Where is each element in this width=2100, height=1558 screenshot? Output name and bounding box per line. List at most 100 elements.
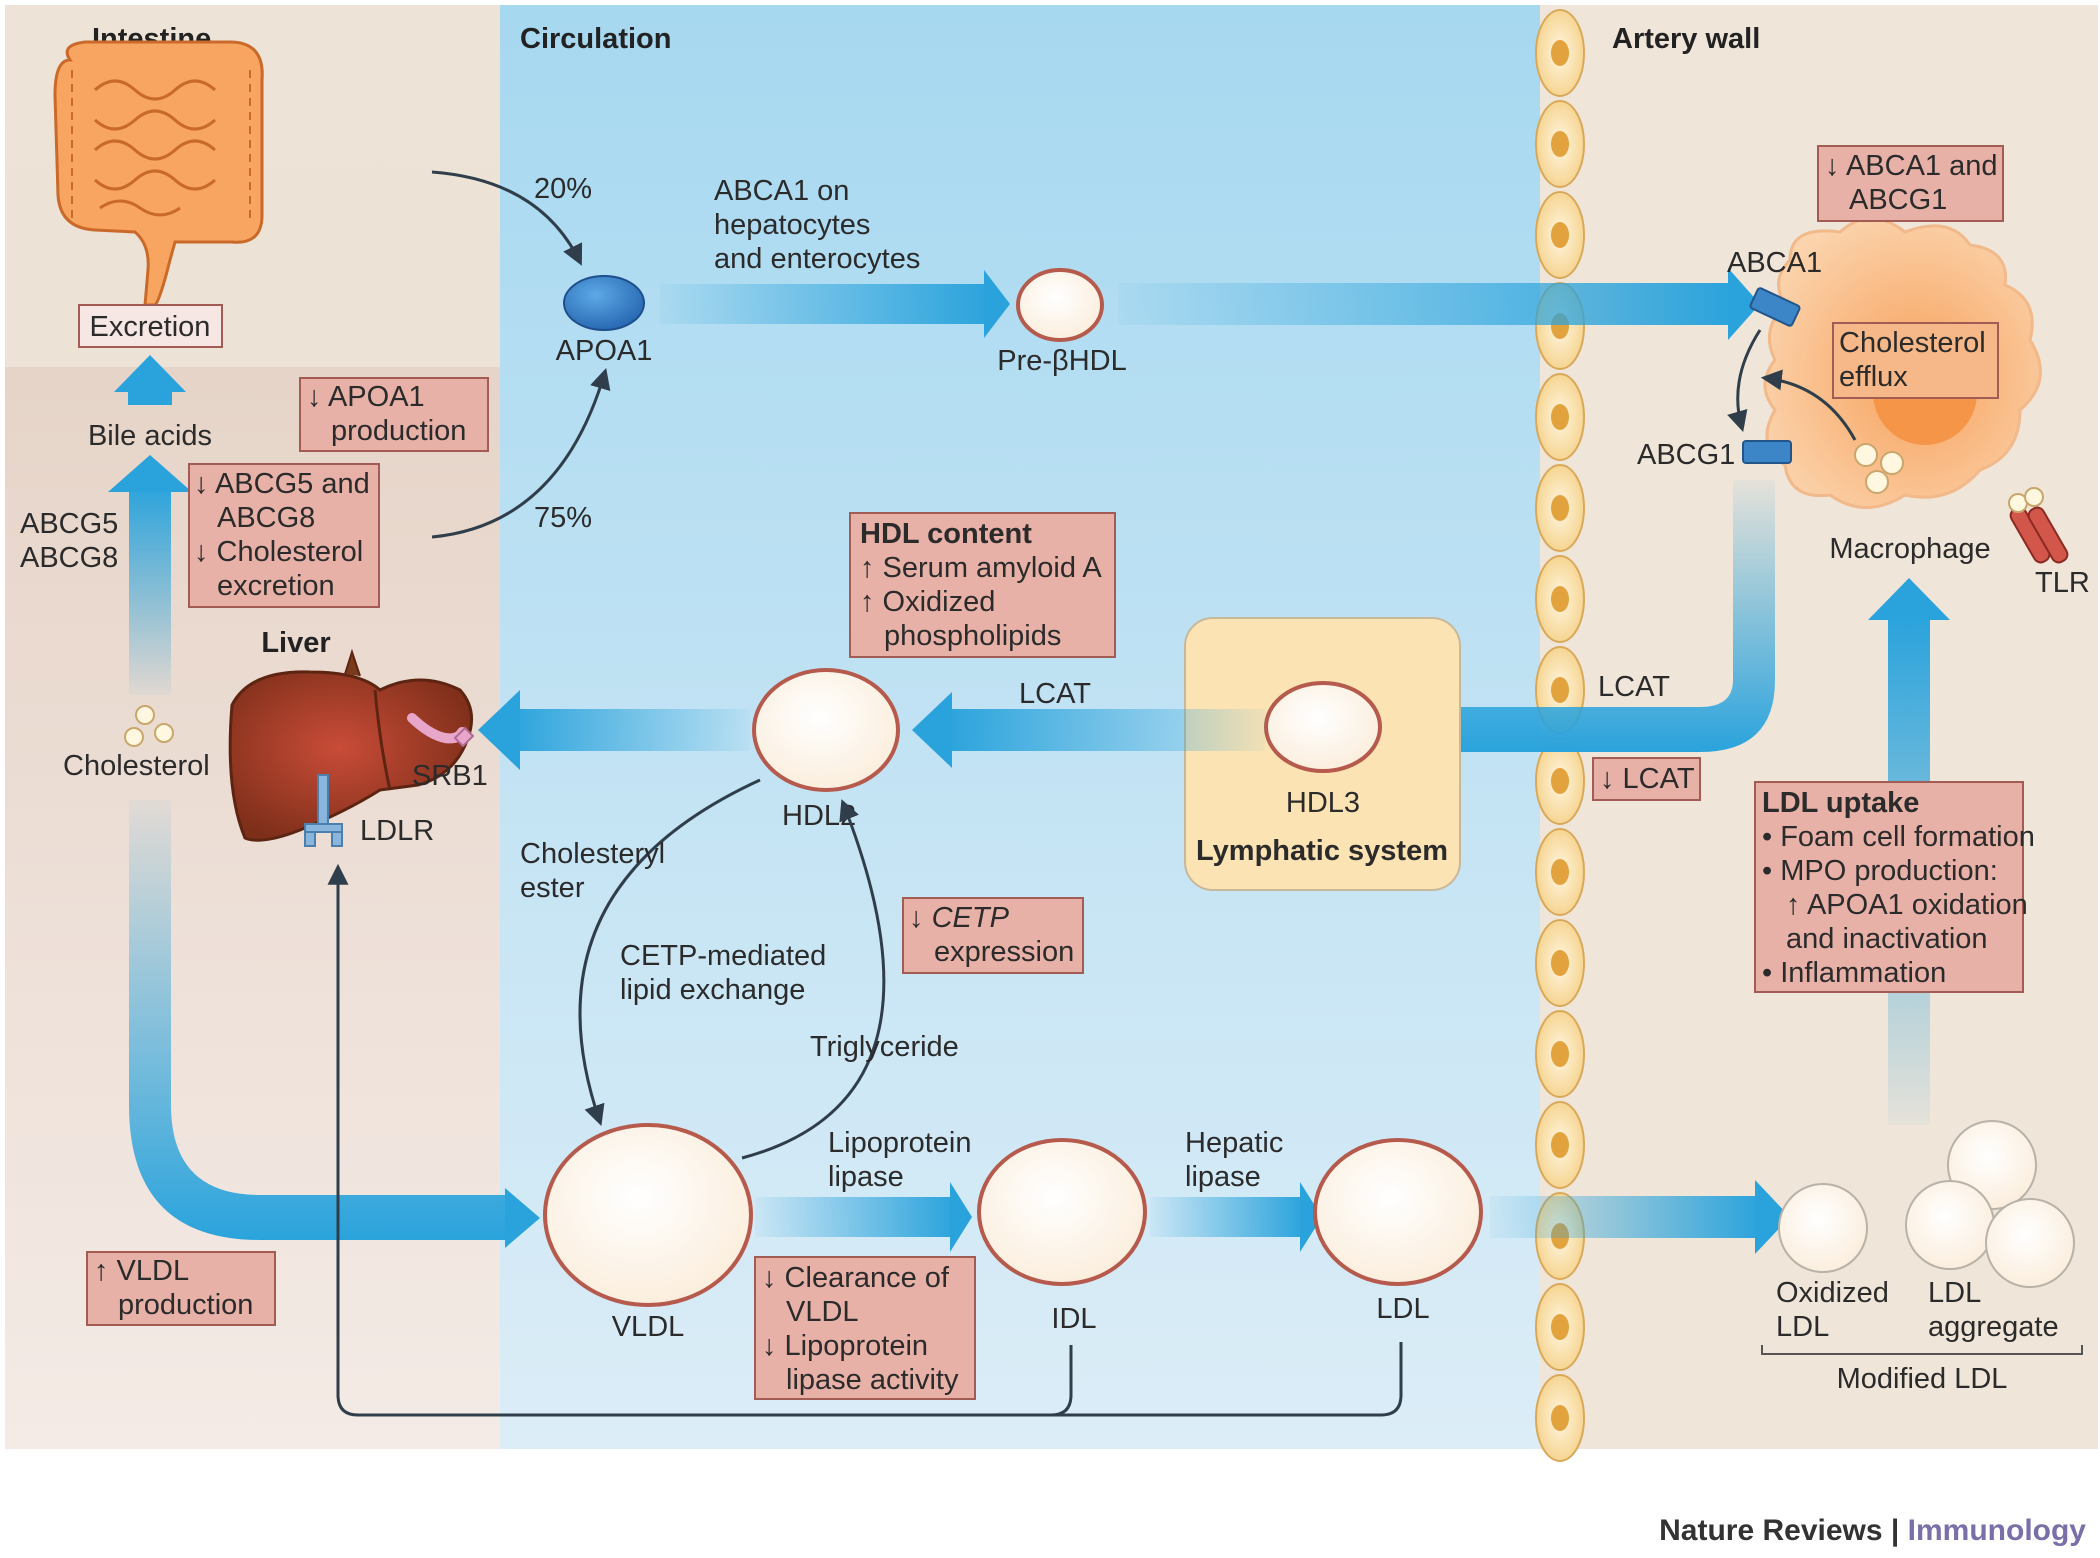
cholesteryl-ester-arrow xyxy=(578,778,761,1126)
abca1-to-abcg1-arrow xyxy=(1727,329,1762,433)
abca1-transporter-icon xyxy=(1749,287,1801,327)
hdl-content-line-2: ↑ Oxidized xyxy=(860,586,995,618)
apoa1-particle xyxy=(563,275,645,331)
hdl-content-title: HDL content xyxy=(860,518,1032,550)
abcg1-to-hdl3-arrow-shaft xyxy=(1440,480,1775,752)
pct-75-label: 75% xyxy=(534,502,592,534)
modified-ldl-label: Modified LDL xyxy=(1837,1363,2008,1395)
ldl-particle xyxy=(1313,1138,1483,1286)
abcg8-label: ABCG8 xyxy=(20,542,118,574)
apoa1-to-prebhdl-arrowhead xyxy=(984,270,1010,338)
tlr-receptor-icon xyxy=(2008,487,2069,564)
vldl-production-arrowhead xyxy=(505,1188,540,1248)
apoa1-production-line-1: ↓ APOA1 xyxy=(307,381,425,413)
cholesterol-to-vldl-arrow xyxy=(129,800,510,1240)
ldl-aggregate-line-1: LDL xyxy=(1928,1277,1981,1309)
ldl-uptake-line-2: • MPO production: xyxy=(1762,855,1998,887)
endothelial-cell-nucleus xyxy=(1551,950,1569,976)
abcg5-label: ABCG5 xyxy=(20,508,118,540)
ldl-aggregate-line-2: aggregate xyxy=(1928,1311,2059,1343)
ldl-to-modified-ldl-arrow-shaft xyxy=(1490,1196,1760,1238)
abcg5-box-line-2: ABCG8 xyxy=(217,502,315,534)
endothelial-cell-nucleus xyxy=(1551,1405,1569,1431)
idl-particle xyxy=(977,1138,1147,1286)
chol-efflux-line-1: Cholesterol xyxy=(1839,327,1986,359)
cetp-expression-line-1: ↓ CETP xyxy=(909,902,1010,934)
ldl-uptake-title: LDL uptake xyxy=(1762,787,1919,819)
ldl-label: LDL xyxy=(1376,1293,1429,1325)
hdl3-particle xyxy=(1264,681,1382,773)
hepatic-lipase-line-2: lipase xyxy=(1185,1161,1261,1193)
abca1-abcg1-line-1: ↓ ABCA1 and xyxy=(1825,150,1998,182)
endothelial-cell-nucleus xyxy=(1551,677,1569,703)
lpl-line-1: Lipoprotein xyxy=(828,1127,972,1159)
abca1-label: ABCA1 xyxy=(1727,247,1822,279)
clearance-line-4: lipase activity xyxy=(786,1364,959,1396)
hdl-content-line-3: phospholipids xyxy=(884,620,1061,652)
chol-efflux-line-2: efflux xyxy=(1839,361,1908,393)
cholesterol-particles xyxy=(124,705,174,747)
ldl-uptake-line-3: ↑ APOA1 oxidation xyxy=(1786,889,2028,921)
endothelial-cell-column xyxy=(1535,9,1585,1462)
endothelial-cell-nucleus xyxy=(1551,40,1569,66)
abcg5-box-line-3: ↓ Cholesterol xyxy=(194,536,363,568)
cholesterol-efflux-arrow xyxy=(1760,369,1857,441)
clearance-line-3: ↓ Lipoprotein xyxy=(762,1330,928,1362)
tlr-label: TLR xyxy=(2035,567,2090,599)
excretion-label: Excretion xyxy=(90,311,211,343)
vldl-production-box: ↑ VLDL production xyxy=(86,1251,276,1326)
modified-ldl-particles xyxy=(1778,1120,2075,1288)
hepatic-lipase-line-1: Hepatic xyxy=(1185,1127,1283,1159)
abcg5-abcg8-box: ↓ ABCG5 and ABCG8 ↓ Cholesterol excretio… xyxy=(188,463,380,608)
endothelial-cell-nucleus xyxy=(1551,1132,1569,1158)
cetp-expression-box: ↓ CETP expression xyxy=(902,897,1084,974)
abcg1-label: ABCG1 xyxy=(1637,439,1735,471)
journal-name: Nature Reviews xyxy=(1659,1514,1883,1547)
prebhdl-particle xyxy=(1016,268,1104,342)
vldl-to-idl-arrowhead xyxy=(950,1182,972,1252)
apoa1-label: APOA1 xyxy=(556,335,653,367)
abca1-abcg1-line-2: ABCG1 xyxy=(1849,184,1947,216)
intestine-icon xyxy=(53,40,264,307)
oxidized-ldl-line-2: LDL xyxy=(1776,1311,1829,1343)
circulation-header: Circulation xyxy=(520,23,671,55)
cetp-line-2: lipid exchange xyxy=(620,974,805,1006)
vldl-production-line-2: production xyxy=(118,1289,253,1321)
ldl-uptake-line-5: • Inflammation xyxy=(1762,957,1946,989)
ldl-uptake-box: LDL uptake • Foam cell formation • MPO p… xyxy=(1754,781,2035,993)
endothelial-cell-nucleus xyxy=(1551,859,1569,885)
cetp-line-1: CETP-mediated xyxy=(620,940,826,972)
cholesterol-label: Cholesterol xyxy=(63,750,210,782)
lpl-line-2: lipase xyxy=(828,1161,904,1193)
ldlr-receptor-icon xyxy=(304,774,343,847)
hdl-content-box: HDL content ↑ Serum amyloid A ↑ Oxidized… xyxy=(849,512,1116,658)
pct-20-label: 20% xyxy=(534,173,592,205)
vldl-label: VLDL xyxy=(612,1311,685,1343)
cetp-italic-text: CETP xyxy=(932,902,1010,934)
footer-separator: | xyxy=(1882,1514,1908,1547)
lcat-down-box: ↓ LCAT xyxy=(1592,757,1701,801)
endothelial-cell-nucleus xyxy=(1551,1314,1569,1340)
endothelial-cell-nucleus xyxy=(1551,586,1569,612)
hdl2-particle xyxy=(752,668,900,792)
prebhdl-to-macrophage-arrowhead xyxy=(1728,268,1760,340)
hdl2-to-liver-arrowhead xyxy=(478,690,520,770)
idl-to-ldl-arrow-shaft xyxy=(1150,1197,1305,1237)
journal-footer: Nature Reviews | Immunology xyxy=(1659,1514,2086,1548)
endothelial-cell-nucleus xyxy=(1551,222,1569,248)
hdl2-to-liver-arrow-shaft xyxy=(510,709,750,751)
ldl-uptake-line-1: • Foam cell formation xyxy=(1762,821,2035,853)
hdl3-to-hdl2-arrow-shaft xyxy=(945,709,1265,751)
triglyceride-label: Triglyceride xyxy=(810,1031,959,1063)
endothelial-cell-nucleus xyxy=(1551,404,1569,430)
lcat-down-text: ↓ LCAT xyxy=(1600,763,1695,795)
intestine-to-apoa1-arrow xyxy=(431,170,583,266)
liver-to-apoa1-arrow xyxy=(431,367,611,539)
endothelial-cell-nucleus xyxy=(1551,131,1569,157)
vldl-particle xyxy=(543,1123,753,1307)
triglyceride-arrow xyxy=(741,799,886,1160)
clearance-box: ↓ Clearance of VLDL ↓ Lipoprotein lipase… xyxy=(754,1256,976,1400)
modified-ldl-to-macrophage-arrowhead xyxy=(1868,578,1950,620)
lcat-mid-label: LCAT xyxy=(1019,678,1091,710)
